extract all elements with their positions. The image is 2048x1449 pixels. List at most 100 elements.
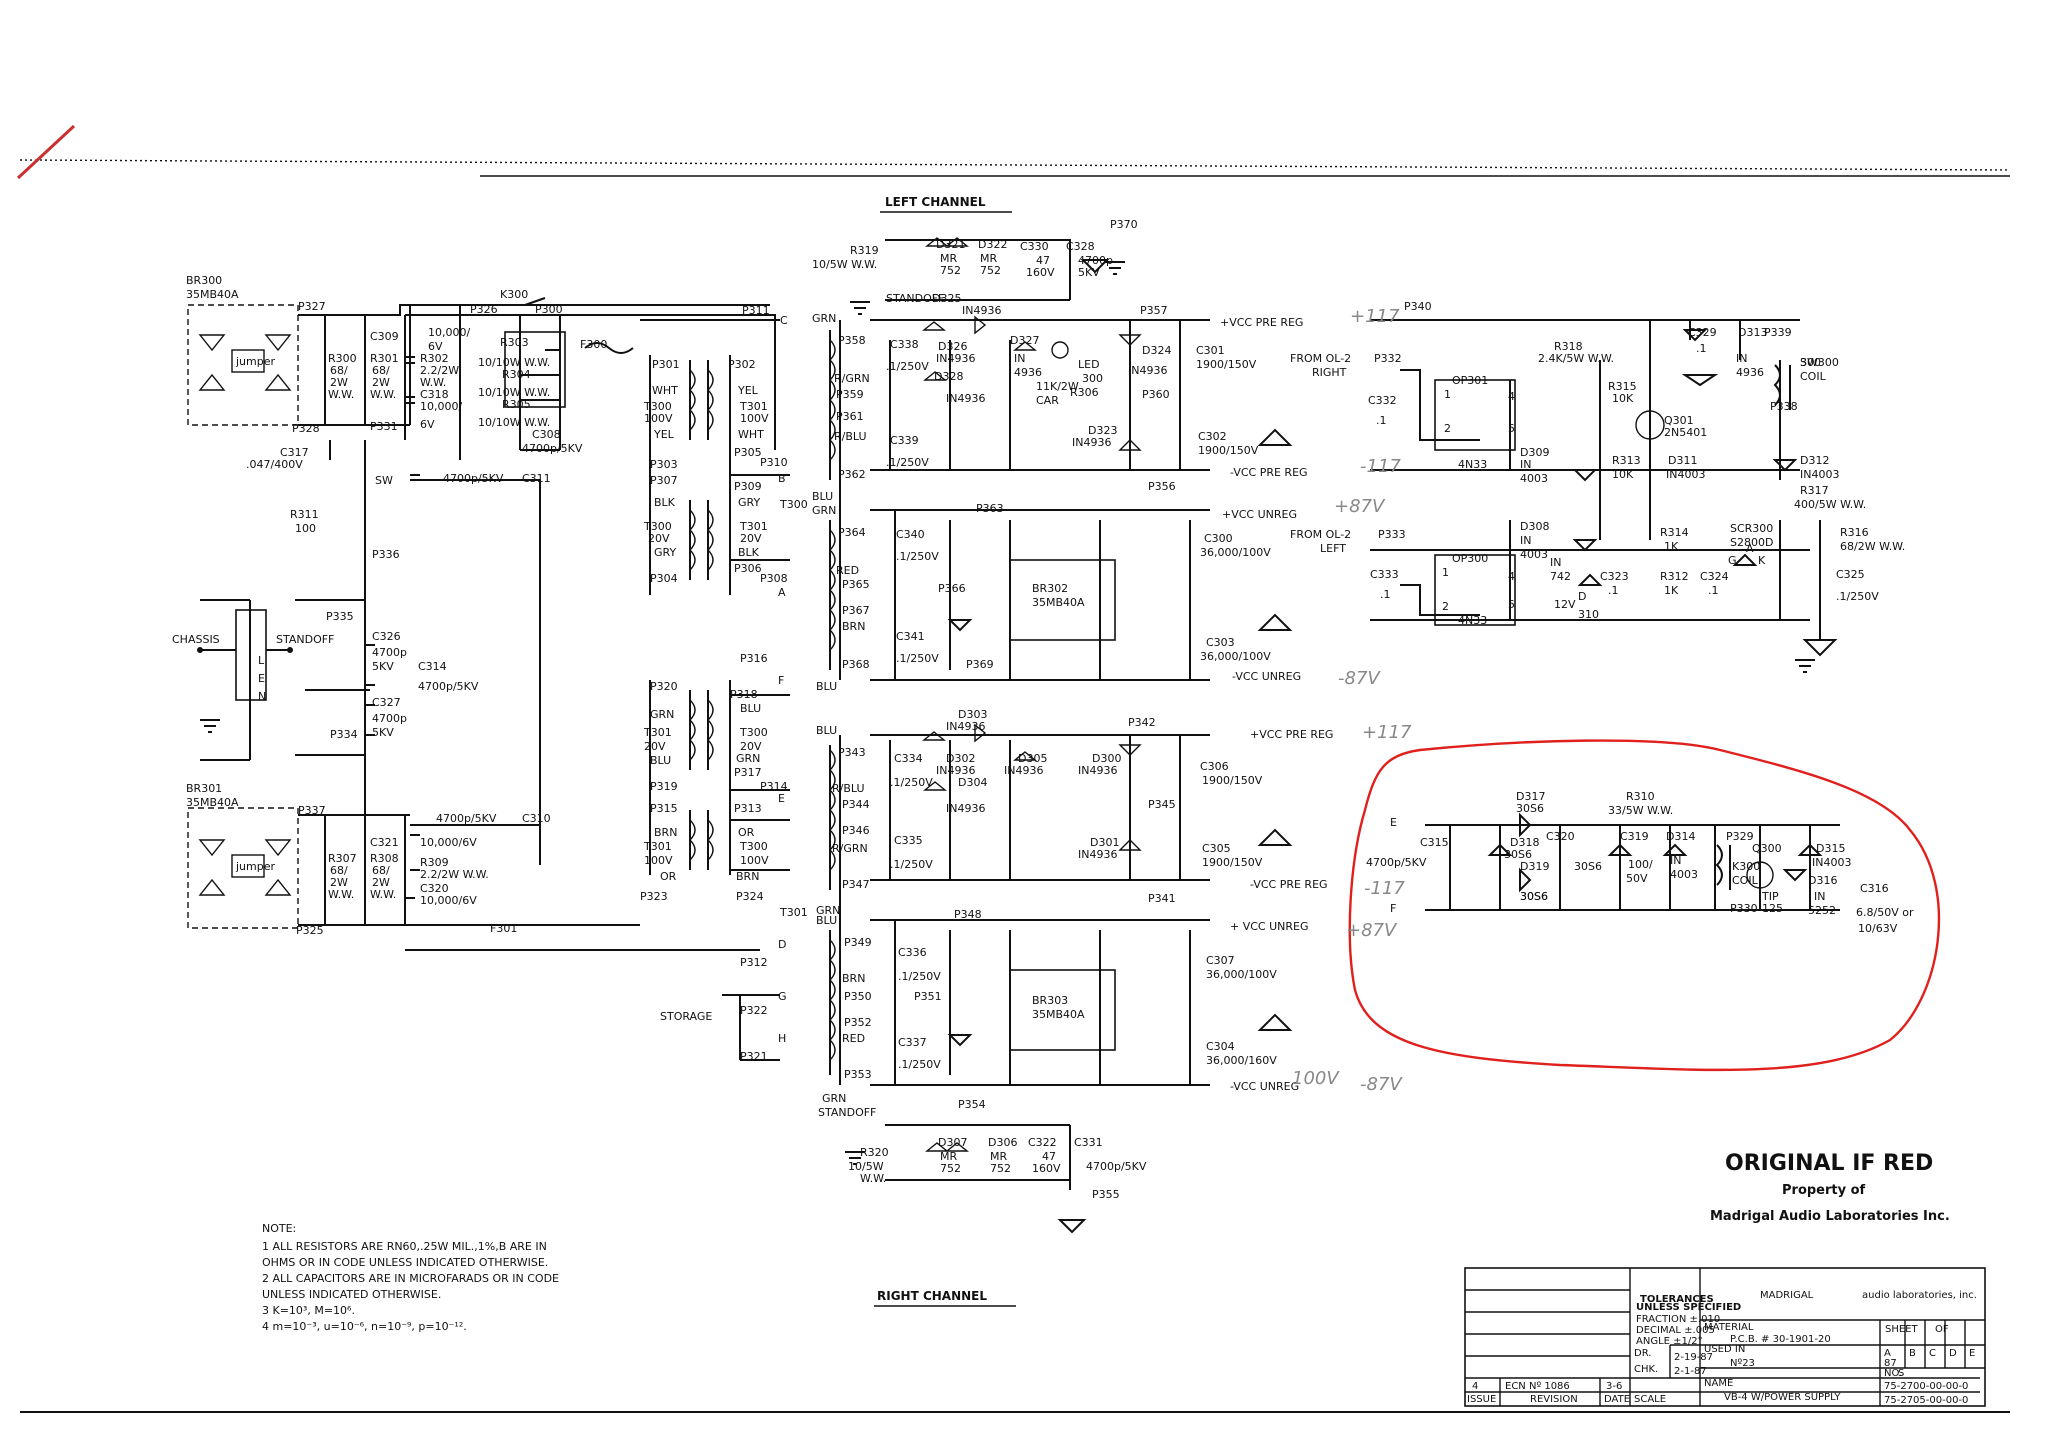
label-c319v: 100/ bbox=[1628, 858, 1653, 871]
label-br300v: 35MB40A bbox=[186, 288, 239, 301]
transformer-coils bbox=[689, 369, 714, 861]
label-n4n33a: 4N33 bbox=[1458, 458, 1487, 471]
label-r306w: CAR bbox=[1036, 394, 1059, 407]
label-d313w: 4936 bbox=[1736, 366, 1764, 379]
label-right: RIGHT bbox=[1312, 366, 1347, 379]
tb-issue: ISSUE bbox=[1467, 1394, 1496, 1405]
label-standoff2: STANDOFF bbox=[818, 1106, 876, 1119]
op301-optocoupler bbox=[1434, 379, 1516, 451]
label-scr300v: S2800D bbox=[1730, 536, 1773, 549]
br300-jumper bbox=[231, 349, 265, 373]
label-p336: P336 bbox=[372, 548, 400, 561]
label-r310v: 33/5W W.W. bbox=[1608, 804, 1673, 817]
title-block: MADRIGAL audio laboratories, inc. TOLERA… bbox=[1464, 1267, 1986, 1407]
label-vccprereg3: +VCC PRE REG bbox=[1250, 728, 1333, 741]
label-c322w: 160V bbox=[1032, 1162, 1061, 1175]
label-c302v: 1900/150V bbox=[1198, 444, 1259, 457]
label-r306v: 11K/2W bbox=[1036, 380, 1079, 393]
label-d321: D321 bbox=[936, 238, 965, 251]
tb-fraction: FRACTION ±.010 bbox=[1636, 1314, 1720, 1325]
label-t300b: T300 bbox=[643, 520, 672, 533]
label-grn4: GRN bbox=[812, 504, 836, 517]
label-p321: P321 bbox=[740, 1050, 768, 1063]
label-c316v: 6.8/50V or bbox=[1856, 906, 1914, 919]
tb-decimal: DECIMAL ±.005 bbox=[1636, 1325, 1715, 1336]
label-in742v: 742 bbox=[1550, 570, 1571, 583]
label-vccprereg1: +VCC PRE REG bbox=[1220, 316, 1303, 329]
label-d307: D307 bbox=[938, 1136, 967, 1149]
label-d315v: IN4003 bbox=[1812, 856, 1851, 869]
label-br301v: 35MB40A bbox=[186, 796, 239, 809]
section-headings: CHASSIS STANDOFF STORAGE bbox=[172, 633, 712, 1023]
label-p354: P354 bbox=[958, 1098, 986, 1111]
label-c315v: 4700p/5KV bbox=[1366, 856, 1427, 869]
label-brn: BRN bbox=[654, 826, 677, 839]
label-blk2: BLK bbox=[738, 546, 760, 559]
label-r307b: 2W bbox=[330, 876, 348, 889]
label-r308: R308 bbox=[370, 852, 399, 865]
label-r312: R312 bbox=[1660, 570, 1689, 583]
label-c327v: 4700p bbox=[372, 712, 407, 725]
label-c341v: .1/250V bbox=[896, 652, 939, 665]
label-r308b: 2W bbox=[372, 876, 390, 889]
tb-rev-d: D bbox=[1949, 1348, 1957, 1359]
label-d325: D325 bbox=[932, 292, 961, 305]
label-c326v: 4700p bbox=[372, 646, 407, 659]
label-r303v: 10/10W W.W. bbox=[478, 356, 550, 369]
label-c304v: 36,000/160V bbox=[1206, 1054, 1277, 1067]
label-c305v: 1900/150V bbox=[1202, 856, 1263, 869]
label-d322w: 752 bbox=[980, 264, 1001, 277]
label-standoff1: STANDOFF bbox=[886, 292, 944, 305]
label-p315: P315 bbox=[650, 802, 678, 815]
border-top-line bbox=[19, 159, 2011, 171]
label-c320v: 10,000/6V bbox=[420, 894, 477, 907]
label-k300: K300 bbox=[500, 288, 528, 301]
label-blu5: BLU bbox=[816, 724, 837, 737]
tb-sheet: SHEET bbox=[1885, 1324, 1919, 1335]
label-p364: P364 bbox=[838, 526, 866, 539]
label-c321v: 10,000/6V bbox=[420, 836, 477, 849]
label-d305v: IN4936 bbox=[1004, 764, 1043, 777]
tb-rev-num: 4 bbox=[1472, 1381, 1478, 1392]
label-d303: D303 bbox=[958, 708, 987, 721]
label-z12v: 12V bbox=[1554, 598, 1576, 611]
label-c315: C315 bbox=[1420, 836, 1449, 849]
left-diodes bbox=[922, 237, 1142, 451]
label-t300bv: 20V bbox=[648, 532, 670, 545]
label-r302w: W.W. bbox=[420, 376, 446, 389]
label-r300a: 68/ bbox=[330, 364, 348, 377]
label-r301c: W.W. bbox=[370, 388, 396, 401]
handwritten-h2: -117 bbox=[1360, 456, 1401, 477]
label-op301: OP301 bbox=[1452, 374, 1488, 387]
label-t301b: T301 bbox=[739, 520, 768, 533]
label-p346: P346 bbox=[842, 824, 870, 837]
label-n4n33b: 4N33 bbox=[1458, 614, 1487, 627]
label-c310: 4700p/5KV bbox=[436, 812, 497, 825]
label-sw300: SW300 bbox=[1800, 356, 1839, 369]
label-d300: D300 bbox=[1092, 752, 1121, 765]
label-d324v: IN4936 bbox=[1128, 364, 1167, 377]
label-c_b: B bbox=[778, 472, 786, 485]
label-d320v: 30S6 bbox=[1574, 860, 1602, 873]
label-r319v: 10/5W W.W. bbox=[812, 258, 877, 271]
tb-no: NO. bbox=[1884, 1368, 1902, 1379]
label-r320v: 10/5W bbox=[848, 1160, 884, 1173]
label-r305: R305 bbox=[502, 398, 531, 411]
label-c332: C332 bbox=[1368, 394, 1397, 407]
tb-used-in: USED IN bbox=[1704, 1344, 1745, 1355]
label-p332: P332 bbox=[1374, 352, 1402, 365]
label-c320b: C320 bbox=[1546, 830, 1575, 843]
label-p329: P329 bbox=[1726, 830, 1754, 843]
label-t301dv: 100V bbox=[644, 854, 673, 867]
label-p357: P357 bbox=[1140, 304, 1168, 317]
label-p313: P313 bbox=[734, 802, 762, 815]
label-d321w: 752 bbox=[940, 264, 961, 277]
label-p368: P368 bbox=[842, 658, 870, 671]
label-grn: GRN bbox=[650, 708, 674, 721]
tb-rev-s: S bbox=[1898, 1368, 1904, 1379]
label-c303v: 36,000/100V bbox=[1200, 650, 1271, 663]
label-m4: 4 bbox=[1508, 570, 1515, 583]
tb-rev-row: 87 bbox=[1884, 1358, 1897, 1369]
label-grn2: GRN bbox=[736, 752, 760, 765]
label-p366: P366 bbox=[938, 582, 966, 595]
